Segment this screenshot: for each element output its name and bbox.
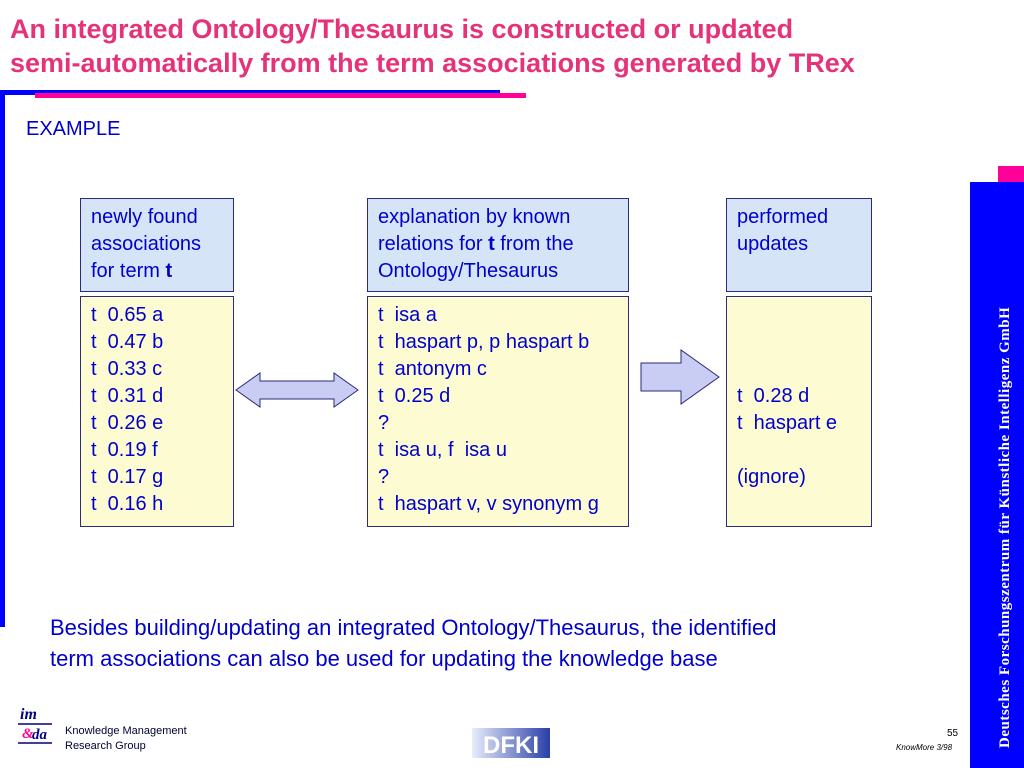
col1-header-line: associations: [91, 233, 202, 255]
sidebar-pink-accent: [998, 166, 1024, 186]
list-item: t haspart v, v synonym g: [378, 493, 599, 515]
list-item: t haspart e: [737, 412, 838, 434]
list-item: t 0.65 a: [91, 304, 164, 326]
list-item: t isa u, f isa u: [378, 439, 507, 461]
summary-text: Besides building/updating an integrated …: [50, 612, 930, 674]
col1-header: newly found associations for term t: [80, 198, 234, 292]
list-item: ?: [378, 412, 390, 434]
list-item: ​: [737, 302, 861, 329]
col2-header-line: relations for t from the: [378, 233, 574, 255]
dfki-logo: DFKI: [472, 728, 550, 759]
left-accent-bar: [0, 92, 5, 627]
right-arrow-icon: [640, 349, 720, 405]
double-arrow-icon: [235, 372, 359, 408]
list-item: ​: [737, 356, 861, 383]
list-item: t 0.17 g: [91, 466, 164, 488]
summary-line-1: Besides building/updating an integrated …: [50, 615, 777, 640]
col3-header-line: updates: [737, 233, 809, 255]
col2-header-line: explanation by known: [378, 206, 571, 228]
title-underline-blue: [0, 90, 500, 95]
col1-header-line: for term t: [91, 260, 173, 282]
list-item: t 0.16 h: [91, 493, 164, 515]
col3-header-line: performed: [737, 206, 829, 228]
sidebar-bar: [970, 182, 1024, 768]
summary-line-2: term associations can also be used for u…: [50, 646, 718, 671]
term-t-bold: t: [488, 233, 495, 255]
col3-updates-list: ​ ​ ​ t 0.28 d t haspart e ​ (ignore): [726, 296, 872, 527]
list-item: t 0.26 e: [91, 412, 164, 434]
list-item: t 0.33 c: [91, 358, 163, 380]
col2-header: explanation by known relations for t fro…: [367, 198, 629, 292]
term-t-bold: t: [165, 260, 173, 282]
col1-associations-list: t 0.65 a t 0.47 b t 0.33 c t 0.31 d t 0.…: [80, 296, 234, 527]
list-item: ​: [737, 437, 861, 464]
col2-explanations-list: t isa a t haspart p, p haspart b t anton…: [367, 296, 629, 527]
group-line-1: Knowledge Management: [65, 725, 187, 737]
title-line-1: An integrated Ontology/Thesaurus is cons…: [10, 14, 794, 44]
col2-header-line: Ontology/Thesaurus: [378, 260, 559, 282]
research-group-logo-icon: im & da: [18, 706, 52, 744]
list-item: t 0.25 d: [378, 385, 451, 407]
list-item: t isa a: [378, 304, 437, 326]
list-item: ?: [378, 466, 390, 488]
title-line-2: semi-automatically from the term associa…: [10, 48, 855, 78]
col3-header: performed updates: [726, 198, 872, 292]
page-number: 55: [947, 728, 959, 739]
list-item: t 0.28 d: [737, 385, 810, 407]
list-item: (ignore): [737, 466, 806, 488]
list-item: t antonym c: [378, 358, 487, 380]
slide-title: An integrated Ontology/Thesaurus is cons…: [10, 12, 970, 80]
col1-header-line: newly found: [91, 206, 198, 228]
dfki-logo-text: DFKI: [483, 732, 539, 759]
svg-text:da: da: [32, 727, 48, 743]
list-item: t 0.19 f: [91, 439, 158, 461]
sidebar-organization-name: Deutsches Forschungszentrum für Künstlic…: [997, 306, 1013, 748]
list-item: t haspart p, p haspart b: [378, 331, 590, 353]
svg-text:&: &: [22, 726, 34, 742]
footer-note: KnowMore 3/98: [896, 743, 953, 752]
list-item: ​: [737, 329, 861, 356]
group-line-2: Research Group: [65, 740, 146, 752]
example-label: EXAMPLE: [26, 118, 121, 140]
research-group-label: Knowledge Management Research Group: [65, 724, 187, 754]
list-item: t 0.47 b: [91, 331, 164, 353]
list-item: t 0.31 d: [91, 385, 164, 407]
title-underline-pink: [35, 93, 526, 98]
svg-text:im: im: [20, 706, 37, 723]
